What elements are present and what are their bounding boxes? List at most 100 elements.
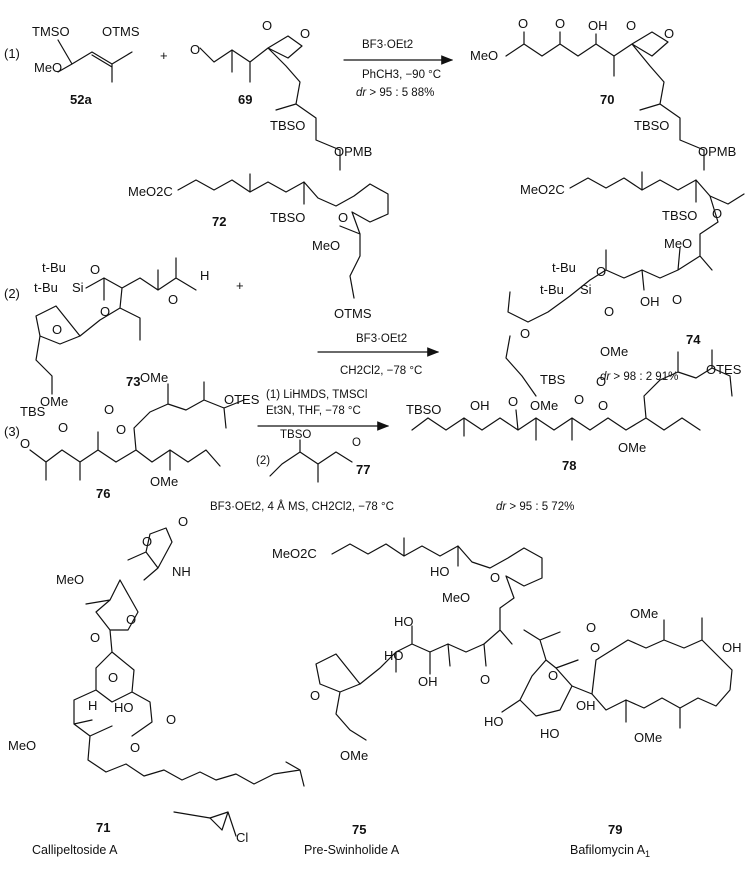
svg-text:O: O: [20, 436, 30, 451]
svg-text:Cl: Cl: [236, 830, 248, 845]
svg-text:TBSO: TBSO: [634, 118, 669, 133]
compound-74-structure: MeO2C TBSO O MeO t-Bu t-Bu Si O O OH O O…: [505, 171, 745, 413]
svg-text:O: O: [712, 206, 722, 221]
svg-text:O: O: [574, 392, 584, 407]
svg-text:O: O: [604, 304, 614, 319]
svg-text:TBSO: TBSO: [270, 118, 305, 133]
svg-text:O: O: [90, 630, 100, 645]
svg-text:O: O: [590, 640, 600, 655]
natural-product-75: MeO2C O HO MeO HO HO OH O O OMe 75 Pre-S…: [272, 537, 543, 857]
svg-text:(2): (2): [256, 455, 270, 467]
compound-id-79: 79: [608, 822, 622, 837]
svg-text:O: O: [520, 326, 530, 341]
svg-text:O: O: [178, 514, 188, 529]
natural-product-79: OMe OH O O O HO HO OH OMe 79 Bafilomycin…: [484, 606, 742, 859]
compound-id-70: 70: [600, 92, 614, 107]
svg-text:Si: Si: [72, 280, 84, 295]
svg-text:OH: OH: [418, 674, 438, 689]
plus-sign: +: [236, 278, 244, 293]
condition-solvent: PhCH3, −90 °C: [362, 69, 441, 81]
compound-70-structure: MeO O O OH O O TBSO OPMB 70: [470, 16, 736, 171]
svg-text:MeO2C: MeO2C: [128, 184, 173, 199]
svg-text:H: H: [88, 698, 97, 713]
svg-text:O: O: [142, 534, 152, 549]
svg-text:TBSO: TBSO: [662, 208, 697, 223]
compound-name-71: Callipeltoside A: [32, 843, 118, 857]
svg-text:O: O: [586, 620, 596, 635]
compound-52a-structure: TMSO OTMS MeO 52a: [32, 24, 140, 107]
svg-text:MeO: MeO: [442, 590, 470, 605]
svg-text:OMe: OMe: [40, 394, 68, 409]
svg-text:HO: HO: [114, 700, 134, 715]
reaction-index: (3): [4, 424, 20, 439]
svg-text:O: O: [130, 740, 140, 755]
svg-text:O: O: [480, 672, 490, 687]
condition-step1-line1: (1) LiHMDS, TMSCl: [266, 389, 367, 401]
svg-text:O: O: [626, 18, 636, 33]
svg-text:TBS: TBS: [540, 372, 566, 387]
svg-text:MeO: MeO: [312, 238, 340, 253]
compound-id-72: 72: [212, 214, 226, 229]
svg-text:O: O: [300, 26, 310, 41]
svg-text:O: O: [190, 42, 200, 57]
svg-text:OH: OH: [722, 640, 742, 655]
svg-text:HO: HO: [484, 714, 504, 729]
svg-text:O: O: [310, 688, 320, 703]
svg-text:t-Bu: t-Bu: [42, 260, 66, 275]
compound-id-69: 69: [238, 92, 252, 107]
svg-text:O: O: [116, 422, 126, 437]
reagent-77-structure: (2) TBSO O 77: [256, 429, 370, 483]
svg-text:O: O: [596, 264, 606, 279]
svg-text:O: O: [490, 570, 500, 585]
compound-73-structure: t-Bu t-Bu Si O O H O O OMe 73: [34, 257, 209, 409]
svg-text:MeO2C: MeO2C: [520, 182, 565, 197]
svg-text:MeO: MeO: [470, 48, 498, 63]
svg-text:O: O: [58, 420, 68, 435]
svg-text:t-Bu: t-Bu: [34, 280, 58, 295]
svg-text:t-Bu: t-Bu: [540, 282, 564, 297]
svg-text:OTMS: OTMS: [102, 24, 140, 39]
svg-text:MeO: MeO: [8, 738, 36, 753]
compound-id-71: 71: [96, 820, 110, 835]
condition-dr: dr > 95 : 5 72%: [496, 501, 574, 513]
svg-text:OMe: OMe: [618, 440, 646, 455]
svg-text:H: H: [200, 268, 209, 283]
svg-text:MeO: MeO: [34, 60, 62, 75]
svg-text:TBSO: TBSO: [406, 402, 441, 417]
svg-text:MeO: MeO: [56, 572, 84, 587]
compound-id-74: 74: [686, 332, 701, 347]
svg-text:Si: Si: [580, 282, 592, 297]
condition-reagent: BF3·OEt2: [362, 39, 413, 51]
svg-text:OTMS: OTMS: [334, 306, 372, 321]
reaction-index: (2): [4, 286, 20, 301]
condition-dr: dr > 95 : 5 88%: [356, 87, 434, 99]
svg-text:OMe: OMe: [530, 398, 558, 413]
svg-text:t-Bu: t-Bu: [552, 260, 576, 275]
svg-text:O: O: [104, 402, 114, 417]
svg-text:O: O: [518, 16, 528, 31]
svg-text:O: O: [596, 374, 606, 389]
svg-text:O: O: [664, 26, 674, 41]
svg-text:OMe: OMe: [340, 748, 368, 763]
svg-text:O: O: [672, 292, 682, 307]
svg-text:OMe: OMe: [634, 730, 662, 745]
svg-text:MeO2C: MeO2C: [272, 546, 317, 561]
svg-text:O: O: [52, 322, 62, 337]
compound-72-structure: MeO2C TBSO O MeO OTMS 72: [128, 173, 389, 321]
svg-text:O: O: [548, 668, 558, 683]
svg-text:O: O: [100, 304, 110, 319]
svg-text:TMSO: TMSO: [32, 24, 70, 39]
natural-product-71: O O NH MeO O O O H HO MeO O O Cl 71 Call…: [8, 514, 305, 857]
svg-text:OMe: OMe: [630, 606, 658, 621]
condition-solvent: CH2Cl2, −78 °C: [340, 365, 422, 377]
svg-text:O: O: [90, 262, 100, 277]
compound-id-77: 77: [356, 462, 370, 477]
reaction-2: (2) MeO2C TBSO O MeO OTMS 72 + t-Bu t-Bu…: [4, 171, 745, 413]
svg-text:TBSO: TBSO: [270, 210, 305, 225]
svg-text:OPMB: OPMB: [334, 144, 372, 159]
svg-text:O: O: [126, 612, 136, 627]
compound-name-75: Pre-Swinholide A: [304, 843, 400, 857]
svg-text:OH: OH: [470, 398, 490, 413]
svg-text:O: O: [352, 437, 361, 449]
